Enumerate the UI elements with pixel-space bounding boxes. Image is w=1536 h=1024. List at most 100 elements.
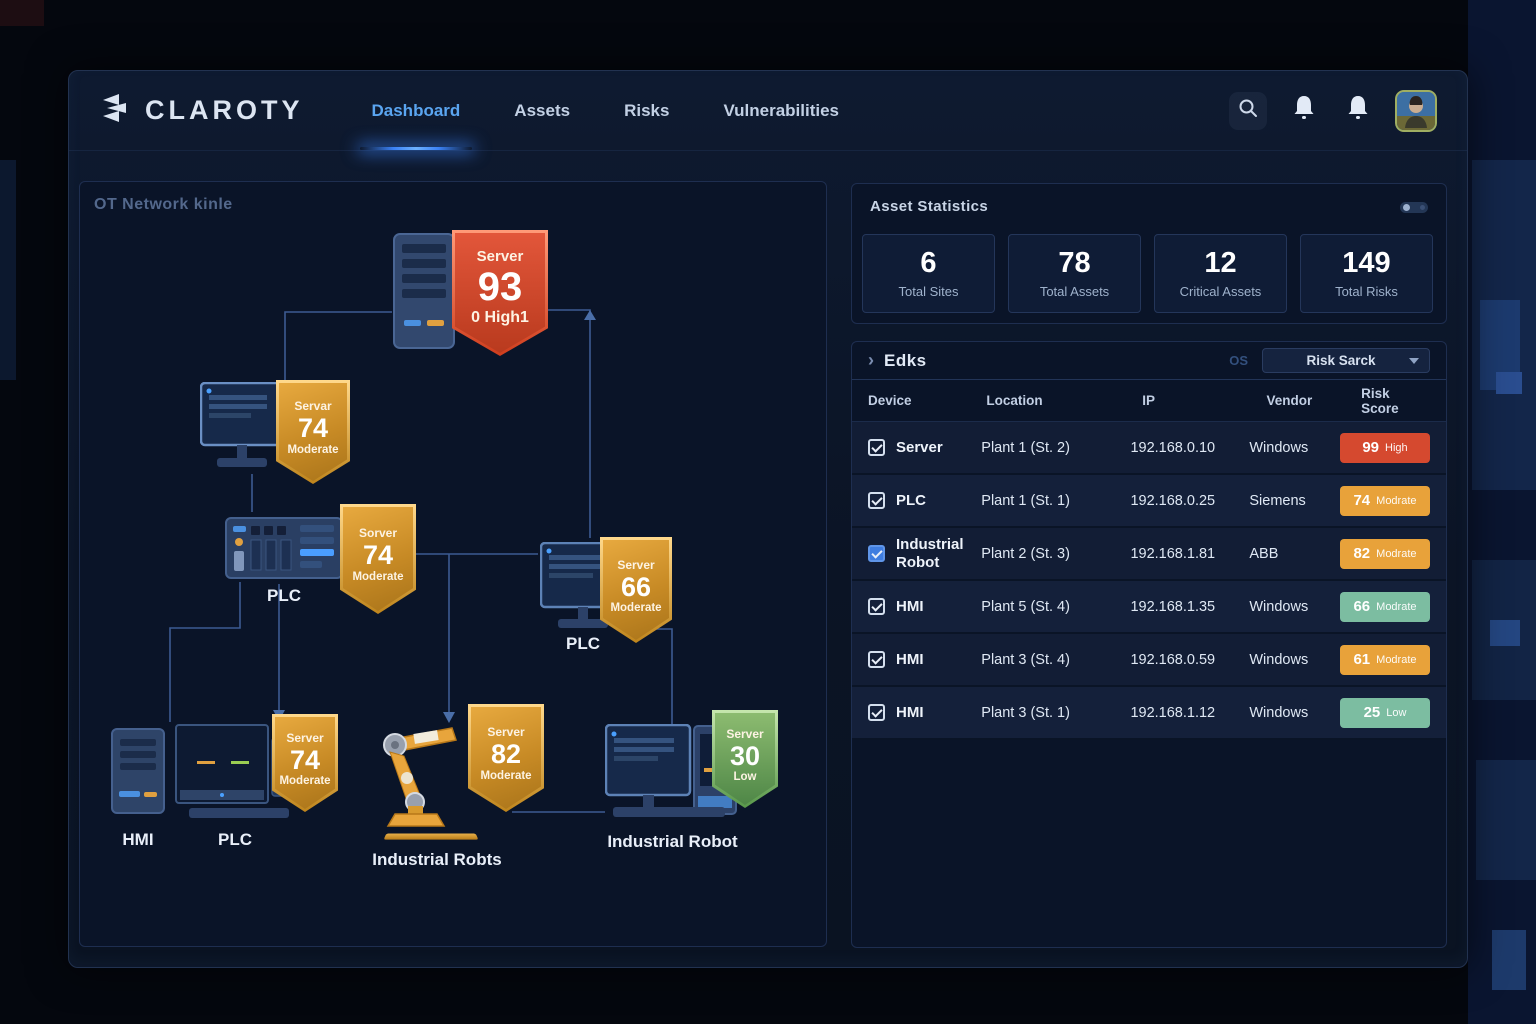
notification-bell-button-1[interactable] xyxy=(1287,92,1321,130)
stat-label: Critical Assets xyxy=(1179,283,1262,299)
app-window: CLAROTY Dashboard Assets Risks Vulnerabi… xyxy=(68,70,1468,968)
sort-dropdown-value: Risk Sarck xyxy=(1306,353,1376,368)
top-navigation: CLAROTY Dashboard Assets Risks Vulnerabi… xyxy=(69,71,1467,151)
search-button[interactable] xyxy=(1229,91,1267,130)
ot-network-title: OT Network kinle xyxy=(94,196,233,213)
network-edges xyxy=(169,309,673,813)
hmi-tower-icon xyxy=(110,728,166,819)
location-cell: Plant 1 (St. 2) xyxy=(981,439,1070,456)
chevron-down-icon xyxy=(1409,357,1419,364)
risk-badge-server-93[interactable]: Server 93 0 High1 xyxy=(452,230,548,356)
risk-badge-66[interactable]: Server 66 Moderate xyxy=(600,537,672,643)
risk-badge-30[interactable]: Server 30 Low xyxy=(712,710,778,808)
badge-type: Servar xyxy=(294,399,332,414)
ip-cell: 192.168.1.35 xyxy=(1130,598,1216,615)
server-tower-icon xyxy=(392,233,456,354)
bg-block xyxy=(0,160,16,380)
stats-panel-toggle[interactable] xyxy=(1400,202,1428,213)
col-vendor: Vendor xyxy=(1266,393,1313,408)
badge-severity: 0 High1 xyxy=(471,308,529,326)
node-hmi-tower[interactable] xyxy=(110,727,166,820)
risk-badge-74-rack[interactable]: Sorver 74 Moderate xyxy=(340,504,416,614)
badge-type: Server xyxy=(476,247,524,265)
badge-type: Server xyxy=(726,726,764,741)
badge-type: Sorver xyxy=(358,526,398,541)
ot-network-panel: OT Network kinle xyxy=(79,181,827,947)
badge-score: 82 xyxy=(490,739,522,770)
device-name: PLC xyxy=(896,491,926,509)
vendor-cell: Windows xyxy=(1249,598,1309,615)
plc-monitor-icon xyxy=(175,724,299,826)
notification-bell-button-2[interactable] xyxy=(1341,92,1375,130)
vendor-cell: ABB xyxy=(1249,545,1279,562)
col-ip: IP xyxy=(1142,393,1155,408)
plc-rack-icon xyxy=(225,517,343,586)
row-checkbox[interactable] xyxy=(868,704,885,721)
risks-header: › Edks OS Risk Sarck xyxy=(852,342,1446,380)
ip-cell: 192.168.0.10 xyxy=(1130,439,1216,456)
node-server[interactable] xyxy=(392,232,456,355)
table-row[interactable]: Server Plant 1 (St. 2) 192.168.0.10 Wind… xyxy=(852,422,1446,475)
risks-panel: › Edks OS Risk Sarck Device Location IP … xyxy=(851,341,1447,948)
stat-card-total-assets: 78 Total Assets xyxy=(1008,234,1141,313)
ip-cell: 192.168.1.81 xyxy=(1130,545,1216,562)
location-cell: Plant 5 (St. 4) xyxy=(981,598,1070,615)
bg-block xyxy=(1480,300,1520,390)
user-avatar[interactable] xyxy=(1395,89,1437,132)
bg-block xyxy=(1476,760,1536,880)
tab-risks[interactable]: Risks xyxy=(624,100,670,120)
badge-severity: Moderate xyxy=(610,601,662,614)
bg-block xyxy=(1490,620,1520,646)
node-label-plc-rack: PLC xyxy=(267,586,301,605)
risk-badge-74-bottom[interactable]: Server 74 Moderate xyxy=(272,714,338,812)
bg-block xyxy=(0,0,44,26)
table-row[interactable]: Industrial Robot Plant 2 (St. 3) 192.168… xyxy=(852,528,1446,581)
badge-score: 74 xyxy=(362,540,394,571)
stat-card-total-risks: 149 Total Risks xyxy=(1300,234,1433,313)
row-checkbox[interactable] xyxy=(868,439,885,456)
table-row[interactable]: HMI Plant 5 (St. 4) 192.168.1.35 Windows… xyxy=(852,581,1446,634)
ip-cell: 192.168.1.12 xyxy=(1130,704,1216,721)
claroty-logo-icon xyxy=(99,93,135,128)
row-checkbox[interactable] xyxy=(868,492,885,509)
logo-text: CLAROTY xyxy=(145,95,304,125)
chevron-right-icon[interactable]: › xyxy=(868,350,874,370)
device-name: HMI xyxy=(896,703,924,721)
stat-card-total-sites: 6 Total Sites xyxy=(862,234,995,313)
badge-severity: Moderate xyxy=(480,769,532,782)
stat-value: 149 xyxy=(1342,246,1391,279)
vendor-cell: Windows xyxy=(1249,439,1309,456)
node-hmi-upper[interactable] xyxy=(199,381,285,479)
risk-badge-82[interactable]: Server 82 Moderate xyxy=(468,704,544,812)
nav-tabs: Dashboard Assets Risks Vulnerabilities xyxy=(359,71,840,150)
device-name: HMI xyxy=(896,650,924,668)
risks-title: Edks xyxy=(884,350,927,370)
location-cell: Plant 2 (St. 3) xyxy=(981,545,1070,562)
tab-dashboard[interactable]: Dashboard xyxy=(359,71,473,150)
table-row[interactable]: HMI Plant 3 (St. 1) 192.168.1.12 Windows… xyxy=(852,687,1446,740)
device-name: Industrial Robot xyxy=(896,536,964,571)
workstation-icon xyxy=(604,723,741,824)
row-checkbox[interactable] xyxy=(868,545,885,562)
table-row[interactable]: PLC Plant 1 (St. 1) 192.168.0.25 Siemens… xyxy=(852,475,1446,528)
nav-actions xyxy=(1229,89,1437,132)
robot-arm-icon xyxy=(380,727,476,832)
row-checkbox[interactable] xyxy=(868,651,885,668)
bg-block xyxy=(1496,372,1522,394)
badge-severity: Low xyxy=(733,771,757,784)
device-name: Server xyxy=(896,438,943,456)
sort-dropdown[interactable]: Risk Sarck xyxy=(1262,348,1430,373)
table-row[interactable]: HMI Plant 3 (St. 4) 192.168.0.59 Windows… xyxy=(852,634,1446,687)
row-checkbox[interactable] xyxy=(868,598,885,615)
risk-badge-74-upper[interactable]: Servar 74 Moderate xyxy=(276,380,350,484)
bell-icon xyxy=(1345,94,1371,127)
node-plc-rack[interactable] xyxy=(225,514,343,587)
tab-assets[interactable]: Assets xyxy=(514,100,571,120)
vendor-cell: Siemens xyxy=(1249,492,1306,509)
claroty-logo: CLAROTY xyxy=(99,93,304,128)
node-robot-arm[interactable] xyxy=(380,720,476,833)
tab-vulnerabilities[interactable]: Vulnerabilities xyxy=(723,100,840,120)
location-cell: Plant 1 (St. 1) xyxy=(981,492,1070,509)
